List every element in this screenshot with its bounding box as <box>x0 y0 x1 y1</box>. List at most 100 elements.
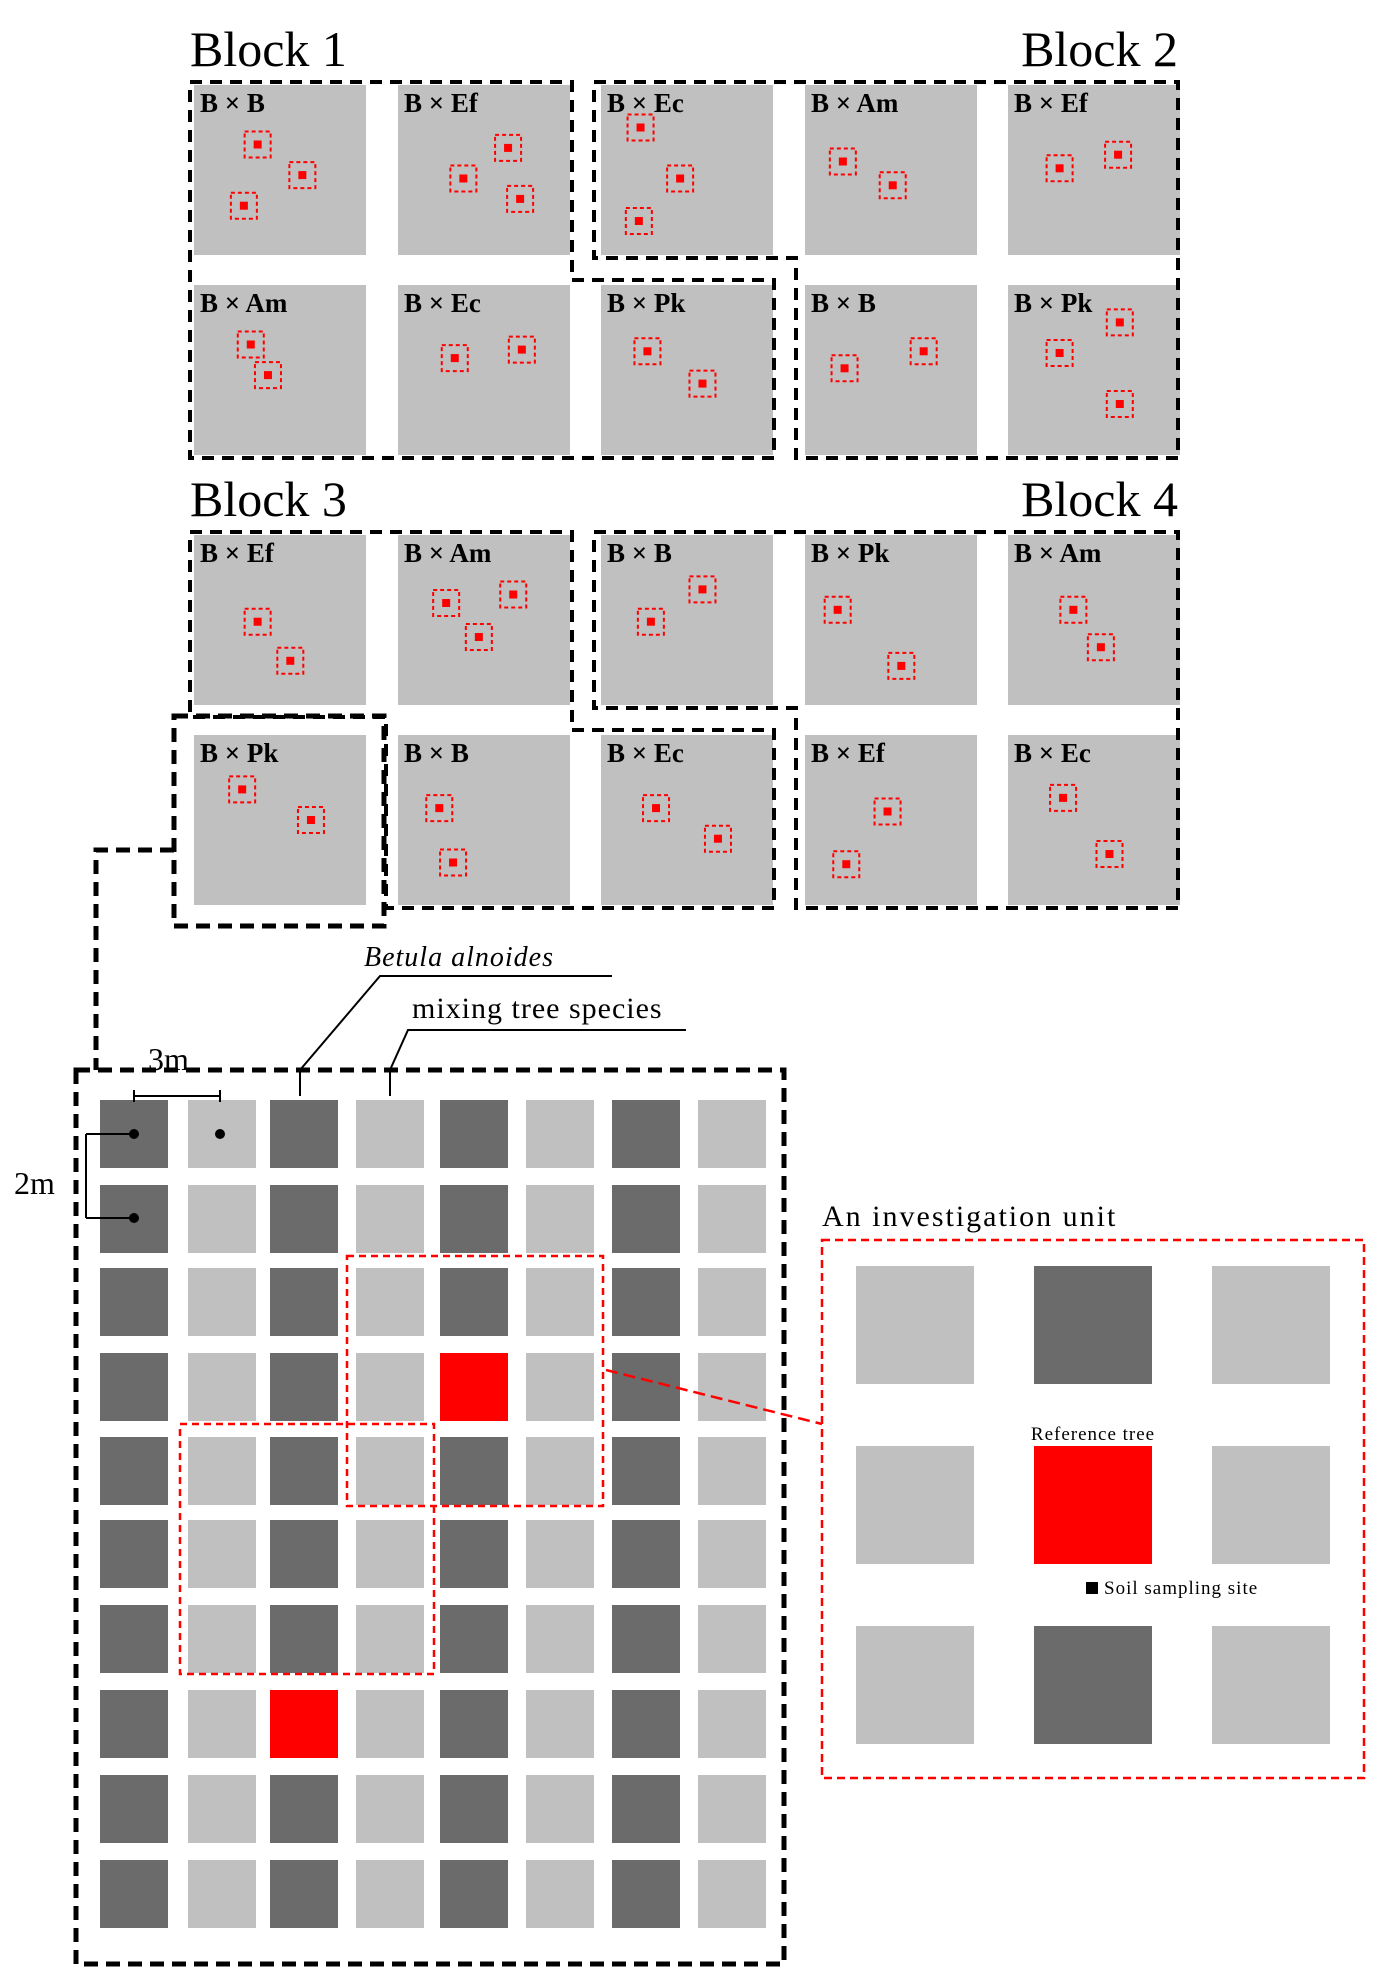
betula-tree <box>612 1437 680 1505</box>
reference-tree <box>440 1353 508 1421</box>
mixing-tree <box>356 1605 424 1673</box>
sampling-marker <box>239 201 248 210</box>
sampling-marker <box>238 785 247 794</box>
mixing-tree <box>526 1860 594 1928</box>
sampling-marker-frame <box>636 607 665 636</box>
mixing-species-label: mixing tree species <box>412 992 663 1025</box>
selected-plot-highlight <box>171 713 387 929</box>
sampling-marker <box>253 140 262 149</box>
plot-area <box>1008 85 1180 255</box>
sampling-marker-frame <box>1086 633 1115 662</box>
block-2-title: Block 2 <box>1021 21 1178 77</box>
sampling-marker-frame <box>832 850 861 879</box>
block-4-border <box>592 530 1180 910</box>
betula-tree <box>612 1775 680 1843</box>
sampling-marker <box>449 858 458 867</box>
mixing-tree <box>188 1690 256 1758</box>
plot-label: B × B <box>811 288 876 318</box>
plot-area <box>805 285 977 455</box>
betula-tree <box>270 1605 338 1673</box>
plot-label: B × B <box>404 738 469 768</box>
plot-label: B × Ec <box>607 738 684 768</box>
sampling-marker-frame <box>228 775 257 804</box>
plot-14: B × Pk <box>805 535 977 705</box>
sampling-marker-frame <box>828 147 857 176</box>
plot-19: B × Ef <box>805 735 977 905</box>
tree-position-dot-1 <box>129 1129 139 1139</box>
sampling-marker-frame <box>887 651 916 680</box>
unit-mixing-tree <box>1212 1626 1330 1744</box>
mixing-tree <box>526 1690 594 1758</box>
sampling-marker <box>509 590 518 599</box>
sampling-marker-frame <box>439 848 468 877</box>
mixing-tree <box>356 1185 424 1253</box>
sampling-marker <box>504 143 513 152</box>
sampling-marker-frame <box>243 607 272 636</box>
tree-position-dot-3 <box>129 1213 139 1223</box>
mixing-tree <box>698 1690 766 1758</box>
mixing-tree <box>188 1353 256 1421</box>
sampling-marker-frame <box>1059 595 1088 624</box>
mixing-tree <box>698 1268 766 1336</box>
plot-label: B × Ef <box>1014 88 1089 118</box>
sampling-marker-frame <box>830 354 859 383</box>
sampling-marker <box>1059 793 1068 802</box>
mixing-tree <box>356 1860 424 1928</box>
plot-label: B × Ec <box>404 288 481 318</box>
unit-tree-layout <box>856 1266 1330 1744</box>
plot-area <box>601 285 773 455</box>
plot-20: B × Ec <box>1008 735 1180 905</box>
sampling-marker <box>840 364 849 373</box>
plot-8: B × Pk <box>601 285 773 455</box>
mixing-tree <box>188 1437 256 1505</box>
sampling-marker-frame <box>440 344 469 373</box>
mixing-tree <box>698 1520 766 1588</box>
betula-tree <box>100 1690 168 1758</box>
betula-tree <box>612 1185 680 1253</box>
betula-tree <box>100 1605 168 1673</box>
sampling-marker-frame <box>823 595 852 624</box>
betula-tree <box>612 1605 680 1673</box>
sampling-marker-frame <box>1104 140 1133 169</box>
unit-betula-tree <box>1034 1626 1152 1744</box>
mixing-tree <box>356 1268 424 1336</box>
betula-tree <box>100 1520 168 1588</box>
plot-label: B × B <box>607 538 672 568</box>
mixing-tree <box>526 1353 594 1421</box>
plot-area <box>1008 285 1180 455</box>
plot-18: B × Ec <box>601 735 773 905</box>
sampling-marker-frame <box>425 794 454 823</box>
plot-3: B × Ec <box>601 85 773 255</box>
mixing-tree <box>356 1100 424 1168</box>
plot-label: B × Ef <box>811 738 886 768</box>
plot-label: B × Pk <box>200 738 278 768</box>
unit-mixing-tree <box>856 1626 974 1744</box>
mixing-tree <box>526 1520 594 1588</box>
mixing-tree <box>356 1437 424 1505</box>
sampling-marker-frame <box>1045 154 1074 183</box>
sampling-marker <box>698 585 707 594</box>
block-1-border <box>188 80 776 460</box>
plot-label: B × Ef <box>200 538 275 568</box>
block-2-border <box>592 80 1180 460</box>
spacing-y-label: 2m <box>14 1165 55 1201</box>
plot-area <box>601 735 773 905</box>
sampling-marker <box>897 661 906 670</box>
unit-mixing-tree <box>856 1266 974 1384</box>
betula-tree <box>612 1353 680 1421</box>
sampling-marker-frame <box>449 164 478 193</box>
mixing-tree <box>188 1185 256 1253</box>
plot-area <box>805 535 977 705</box>
plot-12: B × Am <box>398 535 570 705</box>
sampling-marker-frame <box>873 797 902 826</box>
plot-label: B × Pk <box>1014 288 1092 318</box>
sampling-marker-frame <box>633 337 662 366</box>
plot-area <box>601 535 773 705</box>
sampling-marker-frame <box>666 164 695 193</box>
mixing-tree <box>356 1775 424 1843</box>
plot-area <box>398 85 570 255</box>
plot-detail-connector <box>93 847 174 1070</box>
sampling-marker-frame <box>688 575 717 604</box>
betula-tree <box>270 1520 338 1588</box>
